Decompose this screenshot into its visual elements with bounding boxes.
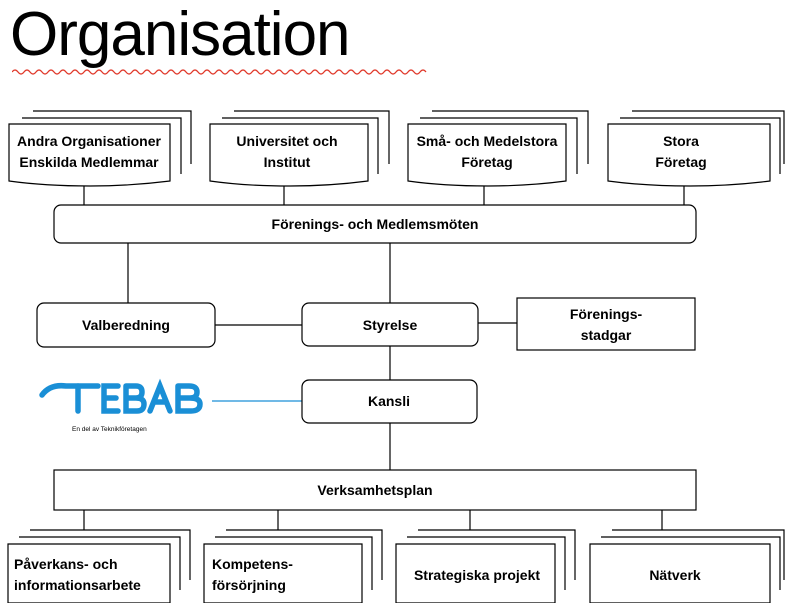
valberedning-box: Valberedning	[36, 302, 216, 348]
page-title: Organisation	[10, 0, 351, 69]
connectors	[83, 186, 685, 530]
verksamhetsplan-box: Verksamhetsplan	[53, 469, 697, 511]
bottom-node-0-line-1: Påverkans- och	[14, 556, 118, 572]
top-node-3: Stora Företag	[607, 110, 785, 187]
top-node-3-line-1: Stora	[663, 133, 699, 149]
top-node-1-line-1: Universitet och	[236, 133, 337, 149]
top-node-1: Universitet och Institut	[209, 110, 390, 187]
verksamhetsplan-label: Verksamhetsplan	[317, 482, 432, 498]
top-node-0-line-1: Andra Organisationer	[17, 133, 161, 149]
top-node-2: Små- och Medelstora Företag	[407, 110, 589, 187]
top-node-0: Andra Organisationer Enskilda Medlemmar	[8, 110, 192, 187]
styrelse-label: Styrelse	[363, 317, 418, 333]
bottom-node-3: Nätverk	[589, 529, 785, 603]
bottom-node-3-label: Nätverk	[649, 567, 701, 583]
top-node-0-line-2: Enskilda Medlemmar	[19, 154, 159, 170]
stadgar-line-1: Förenings-	[570, 306, 643, 322]
kansli-label: Kansli	[368, 393, 410, 409]
bottom-node-0-line-2: informationsarbete	[14, 577, 141, 593]
spellcheck-underline	[12, 69, 427, 75]
bottom-node-2: Strategiska projekt	[395, 529, 576, 603]
bottom-node-1: Kompetens- försörjning	[203, 529, 383, 603]
meetings-box: Förenings- och Medlemsmöten	[53, 204, 697, 244]
bottom-node-1-line-1: Kompetens-	[212, 556, 293, 572]
valberedning-label: Valberedning	[82, 317, 170, 333]
top-node-3-line-2: Företag	[655, 154, 706, 170]
tebab-logo: En del av Teknikföretagen	[39, 378, 203, 433]
top-node-2-line-1: Små- och Medelstora	[417, 133, 558, 149]
logo-tagline: En del av Teknikföretagen	[72, 426, 147, 433]
top-node-1-line-2: Institut	[264, 154, 311, 170]
bottom-node-1-line-2: försörjning	[212, 577, 286, 593]
top-node-2-line-2: Företag	[461, 154, 512, 170]
bottom-node-2-label: Strategiska projekt	[414, 567, 540, 583]
meetings-label: Förenings- och Medlemsmöten	[272, 216, 479, 232]
styrelse-box: Styrelse	[301, 302, 479, 347]
stadgar-box: Förenings- stadgar	[516, 297, 696, 351]
bottom-node-0: Påverkans- och informationsarbete	[7, 529, 191, 603]
stadgar-line-2: stadgar	[581, 327, 632, 343]
kansli-box: Kansli	[301, 379, 478, 424]
